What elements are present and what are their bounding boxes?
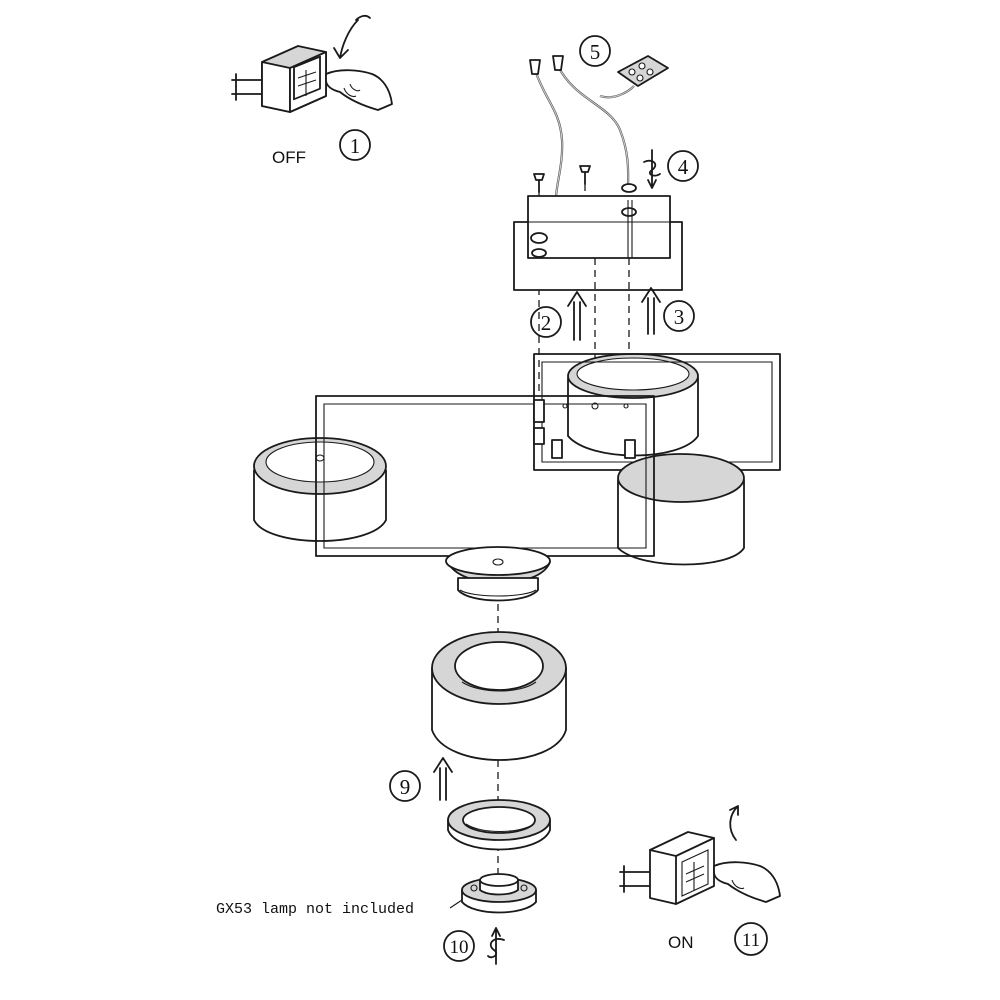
step-2-number: 2 [541, 311, 552, 335]
mounting-bracket [513, 195, 683, 440]
step-1-number: 1 [350, 134, 361, 158]
up-arrow-9-icon [433, 757, 453, 801]
step-4-marker: 4 [667, 150, 699, 182]
step-10-marker: 10 [443, 930, 475, 962]
step-11-marker: 11 [734, 922, 768, 956]
step-3-number: 3 [674, 305, 685, 329]
step-11-number: 11 [742, 930, 760, 951]
gx53-lamp [449, 873, 537, 914]
lamp-note: GX53 lamp not included [216, 901, 414, 918]
on-label: ON [668, 933, 694, 952]
switch-off-illustration [231, 14, 393, 113]
up-arrow-3-icon [641, 287, 661, 335]
step-9-marker: 9 [389, 770, 421, 802]
rotate-arrow-icon [643, 149, 661, 189]
step-10-number: 10 [450, 937, 469, 958]
step-2-marker: 2 [530, 306, 562, 338]
lamp-shade [431, 631, 567, 761]
mounting-screws [533, 165, 637, 395]
step-5-marker: 5 [579, 35, 611, 67]
switch-on-illustration [619, 805, 781, 905]
step-1-marker: 1 [339, 129, 371, 161]
step-9-number: 9 [400, 775, 411, 799]
retaining-ring [447, 799, 551, 851]
step-3-marker: 3 [663, 300, 695, 332]
rotate-arrow-10-icon [487, 927, 505, 965]
step-5-number: 5 [590, 40, 601, 64]
step-4-number: 4 [678, 155, 689, 179]
up-arrow-2-icon [567, 291, 587, 341]
light-fixture [253, 353, 781, 602]
off-label: OFF [272, 148, 306, 167]
